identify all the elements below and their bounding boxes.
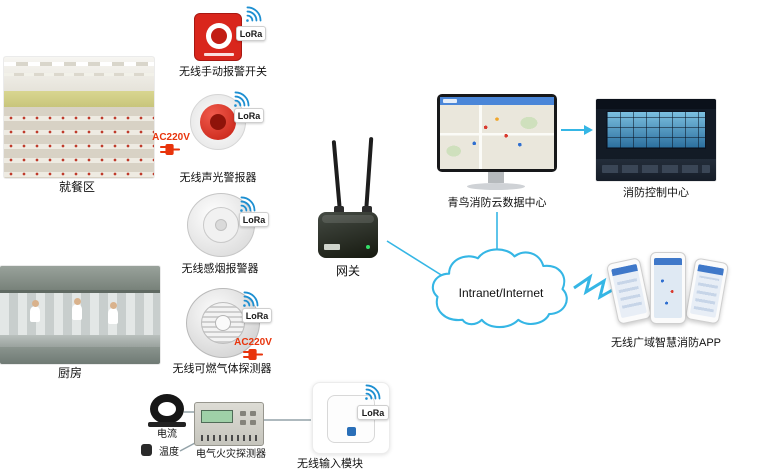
lora-badge: LoRa [239, 212, 269, 227]
phone-screen-content [693, 275, 720, 313]
button [250, 420, 256, 425]
antenna-base [362, 206, 372, 215]
gas-detector-label: 无线可燃气体探测器 [172, 363, 272, 375]
button [240, 411, 246, 416]
dining-ceiling-lights [4, 62, 154, 66]
input-module-logo [347, 427, 356, 436]
phone-screen [654, 258, 682, 318]
manual-alarm-glass [211, 28, 227, 44]
temperature-label: 温度 [159, 447, 179, 458]
mobile-app-label: 无线广域智慧消防APP [610, 337, 721, 349]
control-center-label: 消防控制中心 [623, 187, 689, 199]
control-center-photo [596, 99, 716, 181]
manual-alarm-device [194, 13, 242, 61]
kitchen-cook-head [74, 298, 81, 305]
phone-screen [611, 263, 647, 319]
power-plug-icon [243, 349, 263, 360]
gas-detector-center [215, 315, 231, 331]
input-module-label: 无线输入模块 [297, 458, 363, 470]
lcd-screen [201, 410, 233, 423]
smoke-detector-label: 无线感烟报警器 [181, 263, 259, 275]
phone-screen-header [611, 263, 638, 277]
phone [684, 257, 730, 325]
control-desks [602, 165, 710, 173]
kitchen-counter-front [0, 335, 160, 347]
sound-light-alarm-horn [210, 114, 226, 130]
gateway-device [318, 212, 378, 258]
kitchen-cook-figure [30, 306, 40, 322]
kitchen-cook-figure [108, 308, 118, 324]
current-label: 电流 [157, 429, 177, 440]
wireless-signal-icon [243, 291, 259, 307]
kitchen-cook-figure [72, 304, 82, 320]
sound-light-alarm-label: 无线声光警报器 [179, 172, 257, 184]
monitor-header-bar [440, 97, 554, 105]
dining-area-photo [4, 57, 154, 178]
wireless-signal-icon [365, 384, 381, 400]
gateway-front-label [324, 244, 340, 250]
lora-badge: LoRa [234, 108, 264, 123]
kitchen-hood-edge [0, 290, 160, 293]
sound-light-power-label: AC220V [152, 132, 190, 143]
dining-ceiling-lights-2 [4, 73, 154, 76]
lora-badge: LoRa [236, 26, 266, 41]
kitchen-cook-head [110, 302, 117, 309]
gateway-label: 网关 [335, 264, 360, 278]
dining-area-label: 就餐区 [58, 180, 95, 194]
ct-base [148, 422, 186, 427]
gas-power-label: AC220V [234, 337, 272, 348]
monitor-stand-base [467, 183, 525, 190]
monitor-map-screen [440, 105, 554, 169]
wireless-signal-icon [234, 91, 250, 107]
cloud-label: Intranet/Internet [458, 286, 544, 300]
datacenter-monitor [437, 94, 557, 172]
control-video-wall [606, 111, 706, 149]
gas-detector-vents [201, 302, 245, 344]
control-ceiling [596, 99, 716, 109]
power-plug-icon [160, 144, 180, 155]
phone-screen-header [697, 264, 725, 276]
kitchen-floor [0, 347, 160, 364]
temperature-sensor-icon [141, 444, 152, 456]
gas-detector-device [186, 288, 260, 358]
phone-screen [689, 264, 725, 318]
kitchen-cook-head [32, 300, 39, 307]
button [240, 420, 246, 425]
phone [605, 257, 653, 325]
electrical-fire-detector-device [194, 402, 264, 446]
lora-badge: LoRa [357, 405, 389, 420]
manual-alarm-text-strip [204, 53, 234, 56]
status-led [366, 245, 370, 249]
phone-screen-header [654, 258, 682, 265]
mobile-app-phones [605, 250, 730, 334]
button [250, 411, 256, 416]
kitchen-hood [0, 266, 160, 290]
datacenter-label: 青鸟消防云数据中心 [447, 197, 547, 209]
electrical-fire-detector-label: 电气火灾探测器 [196, 449, 266, 460]
kitchen-label: 厨房 [57, 366, 82, 380]
dining-wall [4, 91, 154, 107]
monitor-stand-neck [488, 172, 504, 183]
smoke-detector-center [215, 219, 227, 231]
kitchen-photo [0, 266, 160, 364]
antenna-base [334, 206, 344, 215]
phone-screen-content [616, 275, 643, 309]
monitor-header-widget [443, 99, 457, 103]
antenna [364, 137, 374, 214]
gateway-top-highlight [322, 215, 374, 223]
input-module-device [312, 382, 390, 454]
phone [650, 252, 686, 324]
dining-tables [4, 107, 154, 178]
terminal-strip [201, 435, 257, 441]
wireless-signal-icon [246, 6, 262, 22]
antenna [331, 140, 342, 213]
ct-ring-icon [150, 394, 184, 424]
arrow-icon [584, 125, 593, 135]
wireless-signal-icon [240, 196, 256, 212]
phone-map-content [654, 265, 682, 318]
manual-alarm-label: 无线手动报警开关 [179, 66, 267, 78]
lora-badge: LoRa [242, 308, 272, 323]
